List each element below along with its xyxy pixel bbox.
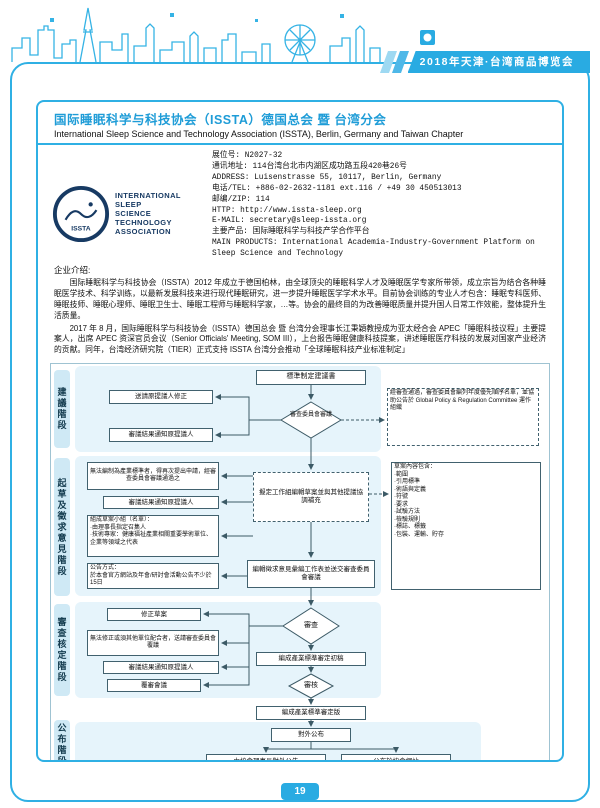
fc-node-notify-1: 審議結果通知原提議人 — [109, 428, 213, 443]
fc-node-fix-draft: 修正草案 — [107, 608, 201, 622]
contact-line-booth: 展位号: N2027-32 — [212, 152, 283, 160]
fc-node-final-version: 編成產業標準審定版 — [256, 706, 366, 721]
exhibitor-card: 国际睡眠科学与科技协会（ISSTA）德国总会 暨 台湾分会 Internatio… — [36, 100, 564, 762]
contact-line-address-zh: 通讯地址: 114台湾台北市内湖区成功路五段420巷26号 — [212, 162, 407, 171]
fc-node-recheck: 覆審會議 — [107, 679, 201, 693]
exhibitor-title-zh: 国际睡眠科学与科技协会（ISSTA）德国总会 暨 台湾分会 — [54, 113, 387, 127]
contact-line-address-en: ADDRESS: Luisenstrasse 55, 10117, Berlin… — [212, 173, 442, 182]
fc-node-collect: 編輯徵求意見彙編工作表並送交審查委員會審議 — [247, 560, 375, 589]
contact-block: 展位号: N2027-32 通讯地址: 114台湾台北市内湖区成功路五段420巷… — [212, 151, 550, 260]
issta-logo-wordmark: INTERNATIONAL SLEEP SCIENCE TECHNOLOGY A… — [115, 191, 181, 236]
stage-label-drafting: 起草及徵求意見階段 — [54, 458, 70, 597]
city-skyline-art — [11, 7, 435, 63]
fc-node-revise: 送請原提議人修正 — [109, 390, 213, 405]
contact-line-email: E-MAIL: secretary@sleep-issta.org — [212, 217, 367, 226]
expo-banner-text: 2018年天津·台湾商品博览会 — [407, 51, 590, 73]
logo-word: SCIENCE — [115, 209, 152, 219]
stage-label-publish: 公布階段 — [54, 720, 70, 760]
fc-node-proposal: 標準制定建議書 — [256, 370, 366, 386]
fc-decision-committee-review: 審查委員會審議 — [289, 412, 332, 419]
logo-word: TECHNOLOGY — [115, 218, 172, 228]
stage-label-proposal: 建議階段 — [54, 370, 70, 449]
fc-node-draft: 擬定工作組編輯草案並與其他提議協調補充 — [253, 472, 369, 523]
fc-node-chair-announce: 由協會理事長對外公告 — [206, 754, 326, 760]
company-introduction: 企业介绍: 国际睡眠科学与科技协会（ISSTA）2012 年成立于德国柏林，由全… — [38, 260, 562, 360]
fc-node-reject-3: 無法修正或須其他單位配合者，送請審查委員會覆議 — [87, 630, 219, 657]
intro-paragraph-1: 国际睡眠科学与科技协会（ISSTA）2012 年成立于德国柏林，由全球顶尖的睡眠… — [54, 277, 546, 320]
contact-line-products-en: MAIN PRODUCTS: International Academia-In… — [212, 239, 535, 259]
fc-node-notify-2: 審議結果通知原提議人 — [103, 496, 219, 510]
logo-word: ASSOCIATION — [115, 227, 171, 237]
stage-label-review: 審查核定階段 — [54, 604, 70, 697]
standard-process-flowchart: 建議階段 起草及徵求意見階段 審查核定階段 公布階段 — [50, 363, 550, 760]
info-row: ISSTA INTERNATIONAL SLEEP SCIENCE TECHNO… — [38, 145, 562, 260]
page-number: 19 — [294, 786, 306, 797]
fc-node-draft-content: 草案內容包含： ·範圍 ·引用標準 ·術語與定義 ·符號 ·要求 ·試驗方法 ·… — [391, 462, 541, 591]
fc-decision-review: 審查 — [304, 622, 318, 630]
flowchart-connectors — [203, 385, 399, 754]
expo-banner: 2018年天津·台湾商品博览会 — [379, 51, 590, 73]
fc-decision-approve: 審核 — [304, 682, 318, 690]
fc-node-team: 組成草案小組（名單）： ·由理事長指定召集人 ·技術專家：健康福祉產業相關重要學… — [87, 515, 219, 558]
contact-line-tel: 电话/TEL: +886-02-2632-1181 ext.116 / +49 … — [212, 184, 462, 193]
fc-node-draft-final: 編成產業標準審定初稿 — [256, 652, 366, 667]
intro-paragraph-2: 2017 年 8 月，国际睡眠科学与科技协会（ISSTA）德国总会 暨 台湾分会… — [54, 323, 546, 355]
fc-node-website-publish: 公布於協會網站 — [341, 754, 451, 760]
fc-node-announce: 公告方式： 於本會官方網站及年會/研討會活動公告不少於15日 — [87, 563, 219, 590]
logo-word: SLEEP — [115, 200, 142, 210]
svg-text:ISSTA: ISSTA — [71, 225, 91, 232]
exhibitor-title-en: International Sleep Science and Technolo… — [38, 129, 562, 145]
logo-word: INTERNATIONAL — [115, 191, 181, 201]
intro-heading: 企业介绍: — [54, 265, 91, 276]
fc-node-notify-3: 審議結果通知原提議人 — [103, 661, 219, 675]
page-number-badge: 19 — [281, 783, 319, 800]
contact-line-products-zh: 主要产品: 国际睡眠科学与科技产学合作平台 — [212, 228, 370, 237]
fc-node-committee-note: 經審查通過，審查委員會編列年度優先順序名單，並協助公告於 Global Poli… — [387, 388, 539, 447]
contact-line-zip: 邮编/ZIP: 114 — [212, 195, 270, 204]
issta-logo-icon: ISSTA — [52, 185, 110, 242]
contact-line-website: HTTP: http://www.issta-sleep.org — [212, 206, 362, 215]
fc-node-reject-2: 無法編制為產業標準者，得再次提出申請，經審查委員會審議通過之 — [87, 462, 219, 491]
fc-node-publish: 對外公布 — [271, 728, 351, 743]
issta-logo: ISSTA INTERNATIONAL SLEEP SCIENCE TECHNO… — [52, 167, 204, 260]
